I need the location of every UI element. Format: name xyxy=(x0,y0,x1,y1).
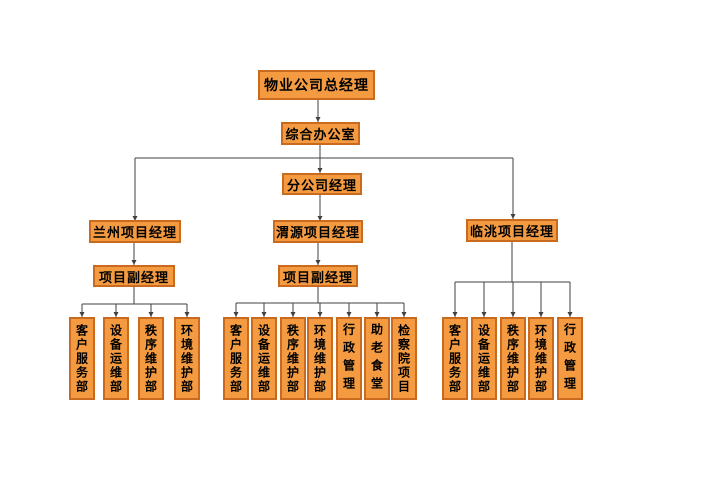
org-node-lanzhou-project-manager: 兰州项目经理 xyxy=(89,220,181,243)
org-dept-node: 秩序维护部 xyxy=(500,317,526,400)
org-dept-node: 行政管理 xyxy=(336,317,362,400)
org-dept-node: 设备运维部 xyxy=(103,317,129,400)
org-dept-node: 环境维护部 xyxy=(174,317,200,400)
org-dept-node: 环境维护部 xyxy=(307,317,333,400)
org-dept-node: 检察院项目 xyxy=(391,317,417,400)
org-dept-node: 设备运维部 xyxy=(471,317,497,400)
org-dept-node: 行政管理 xyxy=(557,317,583,400)
org-node-general-office: 综合办公室 xyxy=(281,122,360,145)
org-dept-node: 客户服务部 xyxy=(223,317,249,400)
org-dept-node: 环境维护部 xyxy=(528,317,554,400)
org-node-branch-manager: 分公司经理 xyxy=(282,173,362,195)
org-node-weiyuan-project-manager: 渭源项目经理 xyxy=(273,220,363,243)
org-dept-node: 秩序维护部 xyxy=(138,317,164,400)
org-node-general-manager: 物业公司总经理 xyxy=(258,70,375,100)
org-dept-node: 秩序维护部 xyxy=(280,317,306,400)
org-node-lintao-project-manager: 临洮项目经理 xyxy=(466,219,558,242)
org-node-lanzhou-deputy-manager: 项目副经理 xyxy=(93,265,175,287)
org-dept-node: 设备运维部 xyxy=(251,317,277,400)
org-node-weiyuan-deputy-manager: 项目副经理 xyxy=(278,265,358,287)
org-dept-node: 客户服务部 xyxy=(442,317,468,400)
org-dept-node: 客户服务部 xyxy=(69,317,95,400)
org-dept-node: 助老食堂 xyxy=(364,317,390,400)
